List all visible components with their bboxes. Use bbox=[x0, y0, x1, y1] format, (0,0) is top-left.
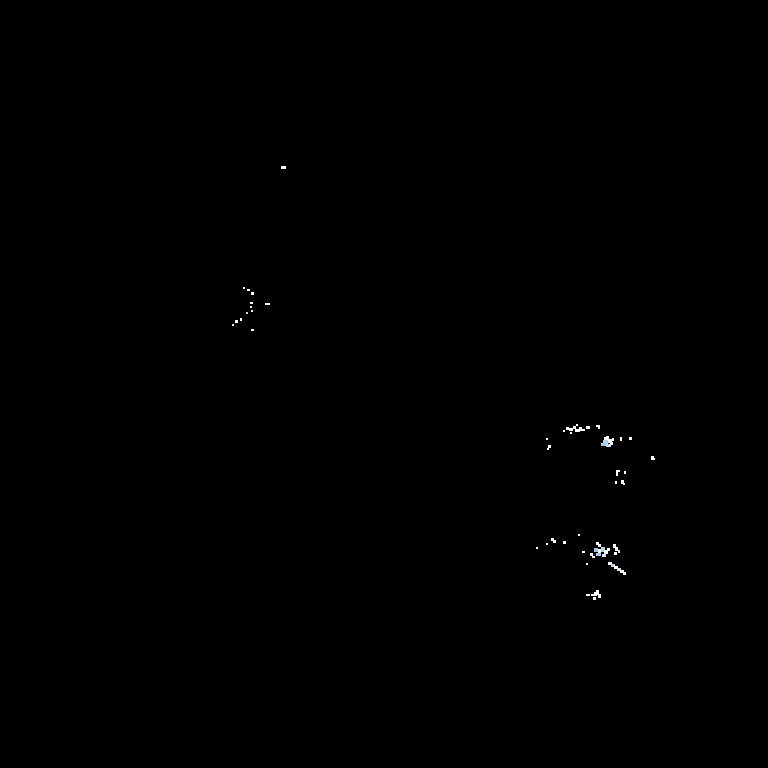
mask-pixel-blob bbox=[651, 456, 654, 460]
mask-pixel-blob bbox=[569, 428, 573, 431]
mask-pixel-blob bbox=[251, 292, 254, 295]
mask-pixel-blob bbox=[611, 564, 615, 567]
mask-pixel-blob bbox=[590, 553, 593, 556]
mask-pixel-blob bbox=[247, 289, 250, 291]
mask-pixel-blob bbox=[575, 429, 580, 432]
mask-pixel-blob bbox=[596, 553, 601, 556]
mask-pixel-blob bbox=[598, 427, 600, 429]
mask-pixel-blob bbox=[604, 550, 608, 554]
mask-pixel-blob bbox=[593, 597, 596, 600]
mask-pixel-blob bbox=[598, 549, 601, 553]
mask-pixel-blob bbox=[623, 572, 626, 575]
mask-pixel-blob bbox=[629, 437, 632, 440]
mask-pixel-blob bbox=[582, 429, 585, 431]
mask-pixel-blob bbox=[281, 166, 286, 169]
mask-pixel-blob bbox=[582, 551, 585, 553]
mask-pixel-blob bbox=[250, 306, 252, 308]
mask-pixel-blob bbox=[603, 440, 608, 444]
mask-pixel-blob bbox=[596, 590, 599, 595]
mask-pixel-blob bbox=[618, 550, 620, 553]
mask-pixel-blob bbox=[616, 470, 618, 476]
mask-pixel-blob bbox=[251, 329, 254, 331]
mask-pixel-blob bbox=[615, 481, 617, 484]
mask-pixel-blob bbox=[601, 443, 607, 446]
mask-pixel-blob bbox=[596, 542, 599, 545]
mask-pixel-blob bbox=[614, 552, 617, 555]
mask-pixel-blob bbox=[570, 432, 572, 434]
mask-pixel-blob bbox=[617, 568, 621, 571]
mask-pixel-blob bbox=[620, 437, 622, 441]
mask-pixel-blob bbox=[618, 470, 620, 472]
mask-pixel-blob bbox=[586, 426, 590, 429]
mask-pixel-blob bbox=[243, 287, 245, 289]
mask-pixel-blob bbox=[604, 437, 608, 441]
mask-pixel-blob bbox=[578, 534, 580, 536]
mask-pixel-blob bbox=[610, 442, 613, 445]
mask-pixel-blob bbox=[250, 302, 253, 304]
mask-pixel-blob bbox=[546, 438, 548, 440]
mask-pixel-blob bbox=[607, 548, 610, 551]
mask-pixel-blob bbox=[598, 544, 601, 547]
mask-pixel-blob bbox=[265, 303, 270, 305]
mask-pixel-blob bbox=[563, 430, 565, 432]
mask-pixel-blob bbox=[246, 312, 248, 314]
mask-pixel-blob bbox=[623, 483, 625, 485]
mask-pixel-blob bbox=[240, 318, 242, 321]
mask-pixel-blob bbox=[536, 547, 538, 549]
mask-pixel-blob bbox=[601, 547, 605, 552]
mask-pixel-blob bbox=[573, 426, 576, 429]
mask-pixel-blob bbox=[624, 471, 626, 474]
mask-pixel-blob bbox=[615, 547, 618, 551]
mask-pixel-blob bbox=[596, 425, 600, 427]
mask-pixel-blob bbox=[606, 444, 611, 447]
mask-pixel-blob bbox=[576, 424, 578, 426]
mask-pixel-blob bbox=[579, 427, 582, 431]
mask-pixel-blob bbox=[602, 554, 606, 557]
mask-pixel-blob bbox=[613, 544, 616, 548]
mask-pixel-blob bbox=[566, 427, 569, 430]
mask-pixel-blob bbox=[592, 556, 595, 558]
mask-pixel-blob bbox=[598, 594, 601, 598]
mask-pixel-blob bbox=[591, 594, 594, 596]
mask-pixel-blob bbox=[546, 543, 548, 545]
mask-pixel-blob bbox=[586, 594, 590, 596]
mask-pixel-blob bbox=[594, 592, 597, 596]
mask-pixel-blob bbox=[553, 540, 556, 543]
mask-pixel-blob bbox=[621, 480, 624, 484]
mask-pixel-blob bbox=[563, 541, 566, 544]
mask-pixel-blob bbox=[548, 445, 551, 448]
mask-pixel-blob bbox=[251, 310, 253, 312]
mask-pixel-blob bbox=[612, 438, 614, 441]
mask-pixel-blob bbox=[235, 320, 238, 323]
mask-pixel-blob bbox=[547, 448, 549, 450]
mask-pixel-blob bbox=[594, 548, 598, 552]
mask-pixel-blob bbox=[614, 566, 618, 569]
mask-pixel-blob bbox=[551, 538, 554, 541]
mask-pixel-blob bbox=[653, 458, 655, 460]
mask-pixel-blob bbox=[606, 436, 609, 439]
mask-pixel-blob bbox=[586, 563, 588, 565]
mask-pixel-blob bbox=[232, 324, 234, 326]
mask-pixel-blob bbox=[608, 439, 612, 443]
mask-pixel-blob bbox=[620, 570, 624, 573]
mask-pixel-blob bbox=[608, 562, 612, 565]
